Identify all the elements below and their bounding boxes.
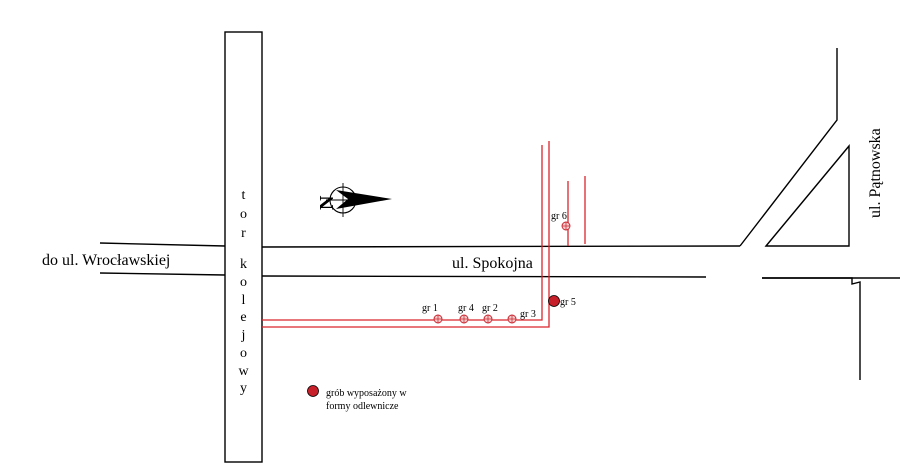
street-north-edge-west xyxy=(99,242,226,247)
grave-label: gr 1 xyxy=(422,303,438,314)
street-south-edge-west xyxy=(99,272,226,276)
road-label-east: ul. Pątnowska xyxy=(867,128,884,218)
railway-letter: t xyxy=(242,188,246,203)
grave-6: gr 6 xyxy=(551,211,571,231)
road-label-main: ul. Spokojna xyxy=(452,255,533,272)
railway-letter: r xyxy=(241,226,246,241)
trench-long-outer xyxy=(262,141,550,328)
railway-letter: o xyxy=(240,275,247,290)
railway-label: t o r k o l e j o w y xyxy=(238,188,249,396)
street-north-edge xyxy=(261,245,741,248)
legend: grób wyposażony w formy odlewnicze xyxy=(307,385,407,412)
grave-1: gr 1 xyxy=(422,303,443,324)
graves: gr 1 gr 4 gr 2 gr 3 gr 5 gr 6 xyxy=(422,211,576,324)
grave-label: gr 6 xyxy=(551,211,567,222)
railway-letter: o xyxy=(240,207,247,222)
north-arrow: N xyxy=(316,183,392,217)
north-arrow-letter: N xyxy=(316,195,338,210)
railway-box xyxy=(224,31,263,463)
patnowska-south-edge xyxy=(762,277,861,380)
north-arrow-pointer xyxy=(336,190,392,209)
streets xyxy=(99,48,900,380)
legend-text-line1: grób wyposażony w xyxy=(326,388,407,399)
railway-letter: y xyxy=(240,381,247,396)
street-south-edge xyxy=(261,275,707,278)
trench-long-inner xyxy=(262,145,543,321)
grave-3: gr 3 xyxy=(507,309,536,324)
excavation-trenches xyxy=(262,141,586,328)
railway-letter: o xyxy=(240,346,247,361)
grave-4: gr 4 xyxy=(458,303,474,324)
grave-label: gr 4 xyxy=(458,303,474,314)
grave-label: gr 2 xyxy=(482,303,498,314)
patnowska-triangle xyxy=(764,144,850,247)
grave-label: gr 5 xyxy=(560,297,576,308)
railway-letter: e xyxy=(240,310,246,325)
railway-letter: w xyxy=(238,364,249,379)
grave-label: gr 3 xyxy=(520,309,536,320)
patnowska-outer-edge xyxy=(739,48,838,247)
road-label-west: do ul. Wrocławskiej xyxy=(42,252,170,269)
legend-text-line2: formy odlewnicze xyxy=(326,401,399,412)
grave-5: gr 5 xyxy=(548,295,576,308)
railway-letter: j xyxy=(241,328,246,343)
railway-letter: k xyxy=(240,257,247,272)
legend-mould-grave-marker xyxy=(307,385,319,397)
railway-letter: l xyxy=(242,293,246,308)
grave-2: gr 2 xyxy=(482,303,498,324)
